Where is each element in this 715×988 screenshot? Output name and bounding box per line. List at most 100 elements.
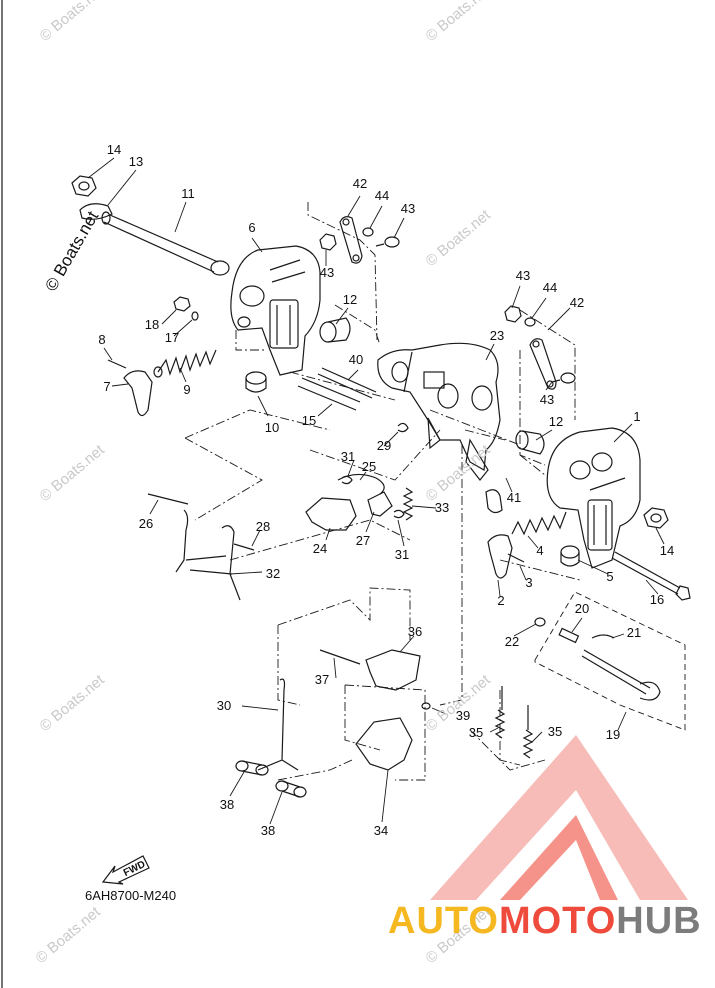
part-19-rod (581, 649, 661, 701)
callout-7: 7 (103, 379, 111, 394)
part-4-spring (511, 511, 567, 536)
callout-4: 4 (536, 543, 544, 558)
callout-11: 11 (181, 186, 195, 201)
callout-26: 26 (138, 516, 154, 531)
callout-16: 16 (649, 592, 665, 607)
part-31-clip-upper (341, 475, 353, 485)
part-23-swivel-bracket (377, 342, 501, 481)
callout-42-upper: 42 (352, 176, 368, 191)
part-24-lever (305, 497, 357, 531)
callout-43-right-top: 43 (515, 268, 531, 283)
callout-32: 32 (265, 566, 281, 581)
part-38-roller-upper (235, 760, 269, 776)
callout-3: 3 (525, 575, 533, 590)
part-36-bracket (365, 649, 421, 691)
part-33-spring (402, 487, 414, 521)
part-13-washer (79, 203, 113, 220)
leader-lines (87, 157, 665, 825)
part-39-washer (421, 702, 431, 710)
subassembly-box-19 (534, 591, 686, 731)
brand-part-moto: MOTO (498, 900, 617, 942)
part-40-pin (317, 367, 377, 399)
part-41-pin (485, 489, 503, 514)
part-9-spring (153, 349, 217, 378)
brand-part-auto: AUTO (388, 900, 499, 942)
fwd-arrow-icon: FWD (101, 848, 161, 893)
part-3-bolt (507, 553, 525, 563)
fwd-label: FWD (122, 859, 147, 879)
part-44-washer-upper (362, 227, 374, 237)
callout-12-left: 12 (342, 292, 358, 307)
callout-43-upper-left: 43 (319, 265, 335, 280)
callout-28: 28 (255, 519, 271, 534)
callout-2: 2 (497, 593, 505, 608)
callout-13: 13 (128, 154, 144, 169)
part-17-washer (191, 311, 199, 321)
callout-36: 36 (407, 624, 423, 639)
part-18-nut (173, 296, 191, 312)
part-15-pin (297, 377, 361, 411)
part-28-bolt (233, 543, 255, 551)
callout-29: 29 (376, 438, 392, 453)
part-27-lever (367, 491, 393, 517)
part-43-bolt-right (551, 372, 576, 384)
part-22-grease-nipple (534, 617, 546, 627)
part-31-clip-lower (393, 509, 405, 519)
part-44-washer-right (524, 317, 536, 327)
brand-wordmark: AUTOMOTOHUB (388, 900, 702, 943)
part-42-link-upper (339, 216, 363, 264)
part-14-nut-right (643, 507, 669, 529)
callout-5: 5 (606, 569, 614, 584)
part-11-shaft (101, 211, 230, 276)
part-14-nut (71, 175, 97, 197)
callout-10: 10 (264, 420, 280, 435)
callout-24: 24 (312, 541, 328, 556)
callout-44-upper: 44 (374, 188, 390, 203)
callout-19: 19 (605, 727, 621, 742)
part-20-pin (558, 627, 580, 644)
part-1-clamp-bracket (546, 427, 641, 569)
callout-40: 40 (348, 352, 364, 367)
callout-12-right: 12 (548, 414, 564, 429)
callout-6: 6 (248, 220, 256, 235)
part-8-bolt (107, 359, 127, 369)
part-5-bushing (560, 545, 580, 567)
callout-27: 27 (355, 533, 371, 548)
callout-43-right-bottom: 43 (539, 392, 555, 407)
part-32-lever-wire (175, 509, 241, 601)
callout-37: 37 (314, 672, 330, 687)
brand-part-hub: HUB (616, 900, 702, 942)
part-30-wire (257, 678, 299, 771)
callout-38-upper: 38 (219, 797, 235, 812)
callout-42-right: 42 (569, 295, 585, 310)
callout-41: 41 (506, 490, 522, 505)
callout-31-lower: 31 (394, 547, 410, 562)
part-10-bushing (245, 371, 267, 393)
part-7-plate (123, 370, 153, 417)
callout-38-lower: 38 (260, 823, 276, 838)
callout-15: 15 (301, 413, 317, 428)
callout-18: 18 (144, 317, 160, 332)
part-43-nut-right (504, 305, 522, 323)
callout-39: 39 (455, 708, 471, 723)
part-code: 6AH8700-M240 (85, 888, 177, 903)
part-35-spring-right (522, 729, 534, 759)
part-6-clamp-bracket (230, 245, 321, 376)
part-12-bushing (319, 317, 351, 343)
callout-20: 20 (574, 601, 590, 616)
callout-22: 22 (504, 634, 520, 649)
callout-1: 1 (633, 409, 641, 424)
callout-35-right: 35 (547, 724, 563, 739)
callout-17: 17 (164, 330, 180, 345)
brand-logo-triangle (430, 735, 688, 900)
part-12-bushing-right (515, 430, 545, 455)
callout-31-upper: 31 (340, 449, 356, 464)
callout-9: 9 (183, 382, 191, 397)
part-43-bolt-upper-right (375, 236, 400, 248)
callout-23: 23 (489, 328, 505, 343)
callout-43-upper-right: 43 (400, 201, 416, 216)
part-21-clip (591, 634, 615, 639)
part-38-roller-lower (275, 780, 307, 798)
